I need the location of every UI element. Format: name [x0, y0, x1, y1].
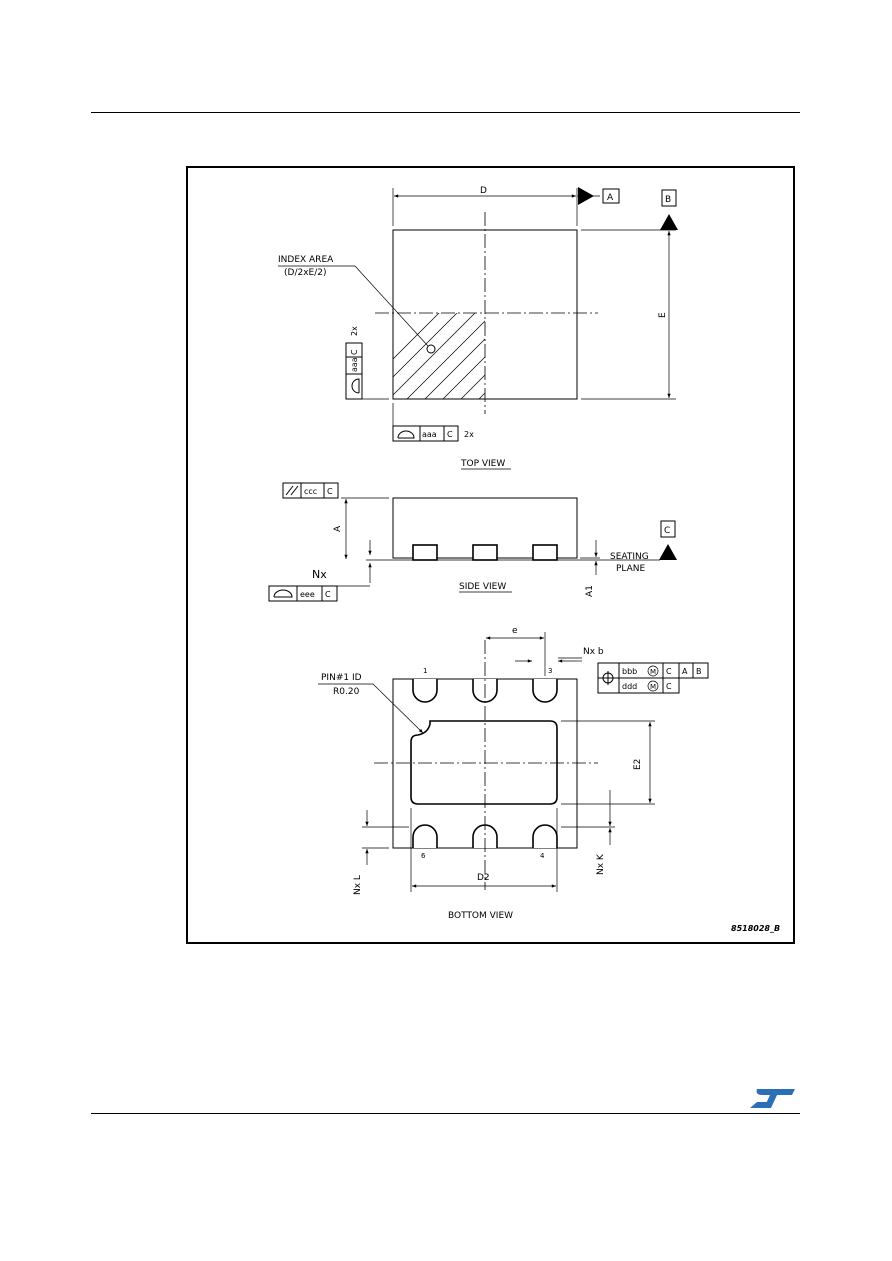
svg-text:M: M — [650, 683, 656, 691]
dim-NxK-label: Nx K — [596, 853, 606, 875]
terminal-pin-4 — [532, 824, 558, 848]
dim-A-label: A — [333, 525, 343, 532]
surface-profile-icon — [273, 589, 293, 598]
gdt-frame-bottom: aaa C 2x — [392, 425, 474, 442]
index-mark — [426, 344, 436, 354]
svg-text:ccc: ccc — [304, 487, 317, 496]
svg-text:2x: 2x — [350, 326, 359, 336]
gdt-frame-coplanarity: eee C — [268, 585, 338, 602]
datum-B-label: B — [665, 195, 671, 205]
dim-Nxb-label: Nx b — [583, 647, 604, 657]
exposed-pad — [410, 720, 558, 805]
svg-text:aaa: aaa — [422, 430, 437, 439]
svg-text:aaa: aaa — [350, 357, 359, 372]
gdt-frame-position: bbb M C A B ddd M C — [597, 662, 709, 694]
surface-profile-icon — [351, 378, 360, 394]
index-area-hatch — [393, 313, 485, 399]
svg-text:eee: eee — [300, 590, 315, 599]
dim-E2-label: E2 — [633, 759, 643, 770]
top-view-title: TOP VIEW — [460, 459, 505, 469]
svg-text:C: C — [666, 667, 672, 676]
gdt-frame-left: C aaa 2x — [345, 326, 363, 400]
drawing-frame — [186, 166, 795, 944]
dim-D-label: D — [480, 186, 487, 196]
svg-text:C: C — [447, 430, 453, 439]
svg-text:C: C — [327, 487, 333, 496]
dim-D2-label: D2 — [477, 873, 490, 883]
side-lead-3 — [532, 544, 558, 561]
pin-1-label: 1 — [423, 667, 427, 675]
svg-text:A: A — [682, 667, 688, 676]
pin-4-label: 4 — [540, 852, 545, 860]
header-rule — [91, 112, 800, 113]
dim-A1-label: A1 — [585, 585, 595, 597]
pin-3-label: 3 — [548, 667, 552, 675]
terminal-pin-6 — [412, 824, 438, 848]
terminal-pin-1 — [412, 679, 438, 703]
dim-E-label: E — [658, 312, 668, 318]
datum-A-triangle — [578, 187, 594, 205]
side-lead-2 — [472, 544, 498, 561]
datum-B-triangle — [660, 214, 678, 230]
pin-6-label: 6 — [421, 852, 426, 860]
drawing-code: 8518028_B — [731, 924, 780, 933]
surface-profile-icon — [397, 430, 415, 439]
side-view: A ccc C Nx eee C A1 SEATING — [268, 482, 677, 602]
side-view-title: SIDE VIEW — [459, 582, 506, 592]
svg-text:B: B — [696, 667, 702, 676]
seating-plane-label-2: PLANE — [616, 564, 646, 574]
index-area-formula: (D/2xE/2) — [284, 268, 326, 278]
svg-text:C: C — [325, 590, 331, 599]
datum-C-label: C — [664, 526, 670, 536]
dim-Nx-label: Nx — [312, 568, 327, 581]
gdt-frame-parallelism: ccc C — [282, 482, 339, 499]
svg-text:bbb: bbb — [622, 667, 637, 676]
dim-e-label: e — [512, 626, 518, 636]
svg-text:M: M — [650, 668, 656, 676]
top-view: INDEX AREA (D/2xE/2) D A E B C aaa 2x — [278, 186, 678, 470]
svg-text:C: C — [350, 349, 359, 355]
parallelism-icon — [285, 485, 294, 496]
svg-text:2x: 2x — [464, 430, 474, 439]
datum-C-box — [660, 520, 676, 538]
footer-rule — [91, 1113, 800, 1114]
bottom-view: 1 3 6 4 e Nx b bbb M C A B — [318, 626, 709, 921]
pin1-id-label: PIN#1 ID — [321, 673, 362, 683]
pin1-radius-label: R0.20 — [333, 687, 360, 697]
bottom-view-title: BOTTOM VIEW — [448, 911, 513, 921]
datum-A-box — [602, 188, 620, 204]
seating-plane-label: SEATING — [610, 552, 649, 562]
st-logo — [750, 1089, 795, 1108]
svg-text:C: C — [666, 682, 672, 691]
side-lead-1 — [412, 544, 438, 561]
dim-NxL-label: Nx L — [353, 875, 363, 895]
datum-A-label: A — [607, 193, 614, 203]
datum-B-box — [661, 189, 677, 207]
svg-text:ddd: ddd — [622, 682, 637, 691]
datum-C-triangle — [659, 544, 677, 560]
index-area-label: INDEX AREA — [278, 255, 334, 265]
terminal-pin-3 — [532, 679, 558, 703]
